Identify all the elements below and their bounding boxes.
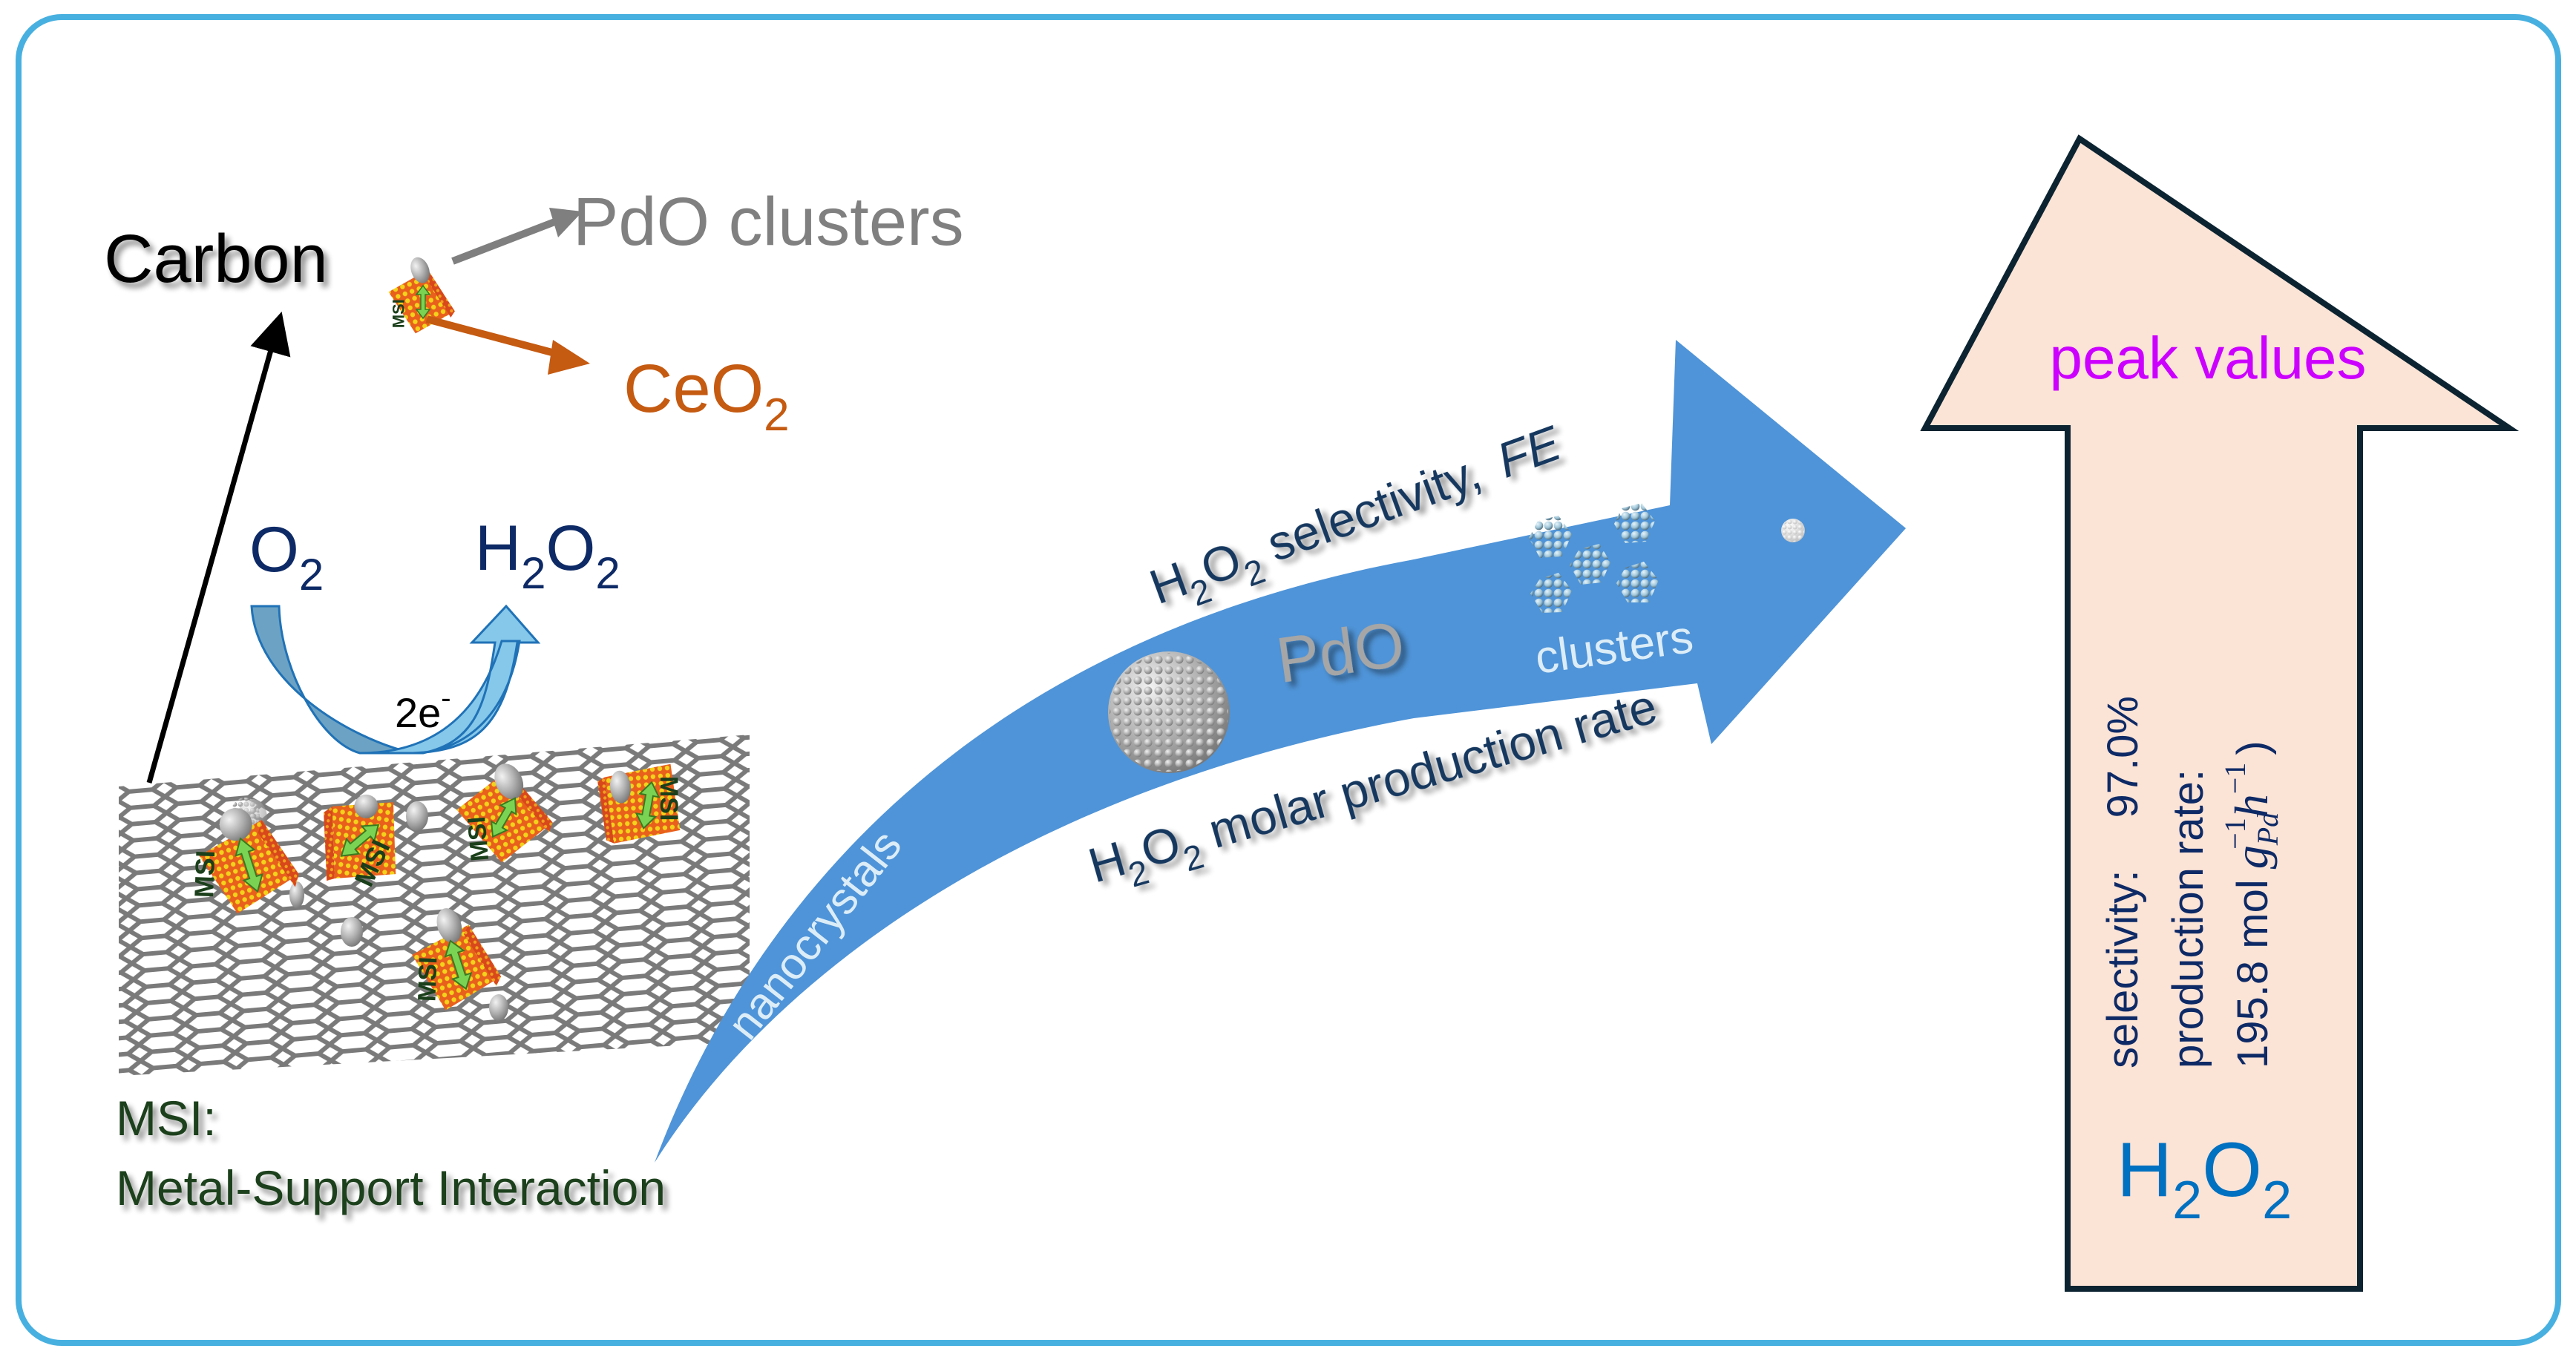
msi-tag: MSI — [390, 299, 408, 328]
msi-tag: MSI — [462, 815, 494, 863]
pdo-clusters-arrowhead — [549, 208, 583, 237]
ceria-cube-1: MSI — [189, 808, 299, 914]
product-h2o2: H2O2 — [475, 513, 620, 598]
reactant-o2: O2 — [249, 514, 324, 599]
ceo2-arrowhead — [548, 340, 590, 375]
ceo2-arrow — [425, 315, 562, 358]
pdo-clusters-arrow — [451, 217, 558, 265]
ceria-cube-5: MSI — [412, 908, 502, 1011]
msi-title: MSI: — [116, 1091, 217, 1146]
ceo2-label: CeO2 — [623, 351, 790, 441]
carbon-pointer-arrow — [146, 312, 291, 784]
production-rate-label: production rate: — [2164, 769, 2212, 1068]
ceria-pdo-legend-cube: MSI — [388, 257, 455, 334]
msi-definition: Metal-Support Interaction — [116, 1160, 666, 1215]
peak-values-arrow — [1920, 134, 2520, 1292]
peak-h2o2-label: H2O2 — [2117, 1127, 2292, 1230]
peak-values-metrics: selectivity:97.0% production rate: 195.8… — [2099, 696, 2284, 1068]
pdo-label: PdO — [1272, 608, 1409, 697]
pdo-clusters-label: PdO clusters — [573, 184, 964, 260]
msi-tag: MSI — [189, 850, 220, 898]
reaction-arrow-up — [359, 604, 541, 755]
peak-values-title: peak values — [2050, 325, 2367, 391]
msi-tag: MSI — [413, 956, 442, 1002]
graphene-sheet — [119, 735, 750, 1076]
ceria-cube-3: MSI — [456, 763, 553, 863]
pdo-nanocrystal — [1108, 651, 1230, 773]
electrons-label: 2e- — [395, 682, 451, 736]
ceria-cube-4: MSI — [597, 763, 683, 844]
production-rate-value: 195.8 molgPd−1h−1) — [2218, 740, 2284, 1068]
ceria-cube-2: MSI — [324, 794, 396, 891]
single-atom-cluster — [1781, 519, 1805, 542]
selectivity-line: selectivity:97.0% — [2099, 696, 2147, 1068]
msi-tag: MSI — [655, 776, 683, 821]
pdo-clusters-group — [1529, 503, 1659, 613]
carbon-label: Carbon — [104, 221, 328, 297]
